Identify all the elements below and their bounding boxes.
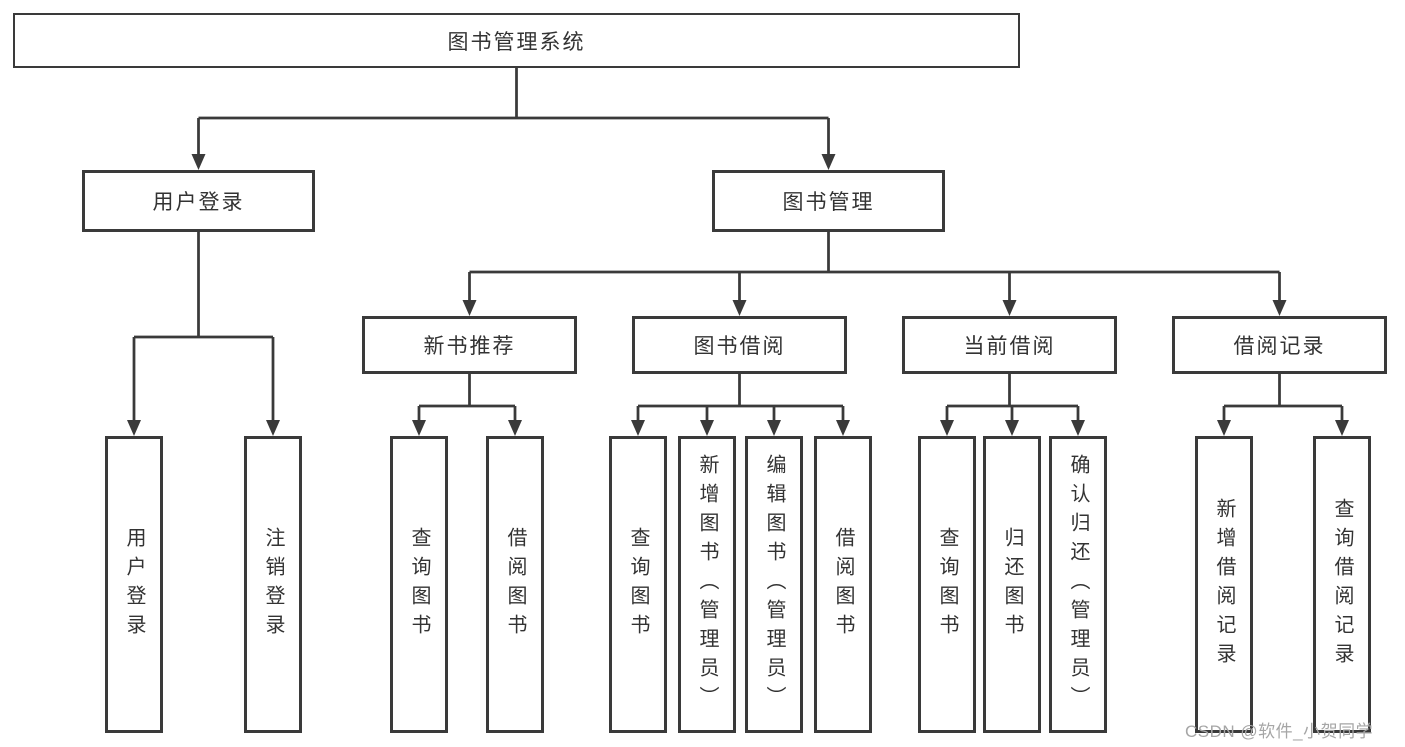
leaf-query-books-recommend: 查询图书 bbox=[390, 436, 448, 733]
leaf-borrow-books-recommend: 借阅图书 bbox=[486, 436, 544, 733]
leaf-query-books-current: 查询图书 bbox=[918, 436, 976, 733]
leaf-add-borrow-record: 新增借阅记录 bbox=[1195, 436, 1253, 733]
connector-root-to-level2 bbox=[191, 68, 836, 170]
connector-new-book-recommend-to-leaves bbox=[412, 373, 522, 436]
node-new-book-recommend: 新书推荐 bbox=[362, 316, 577, 374]
leaf-return-books: 归还图书 bbox=[983, 436, 1041, 733]
node-user-login: 用户登录 bbox=[82, 170, 315, 232]
leaf-logout: 注销登录 bbox=[244, 436, 302, 733]
leaf-user-login: 用户登录 bbox=[105, 436, 163, 733]
connector-borrow-record-to-leaves bbox=[1217, 373, 1349, 436]
node-current-borrow: 当前借阅 bbox=[902, 316, 1117, 374]
leaf-borrow-books: 借阅图书 bbox=[814, 436, 872, 733]
leaf-confirm-return-admin: 确认归还（管理员） bbox=[1049, 436, 1107, 733]
connector-current-borrow-to-leaves bbox=[940, 373, 1085, 436]
leaf-query-borrow-record: 查询借阅记录 bbox=[1313, 436, 1371, 733]
connector-book-borrow-to-leaves bbox=[631, 373, 850, 436]
node-library-management-system: 图书管理系统 bbox=[13, 13, 1020, 68]
csdn-watermark: CSDN @软件_小贺同学 bbox=[1185, 722, 1374, 741]
node-book-borrow: 图书借阅 bbox=[632, 316, 847, 374]
connector-book-management-to-level3 bbox=[462, 231, 1287, 316]
leaf-query-books-borrow: 查询图书 bbox=[609, 436, 667, 733]
node-borrow-record: 借阅记录 bbox=[1172, 316, 1387, 374]
connector-user-login-to-leaves bbox=[127, 231, 280, 436]
leaf-add-books-admin: 新增图书（管理员） bbox=[678, 436, 736, 733]
leaf-edit-books-admin: 编辑图书（管理员） bbox=[745, 436, 803, 733]
node-book-management: 图书管理 bbox=[712, 170, 945, 232]
